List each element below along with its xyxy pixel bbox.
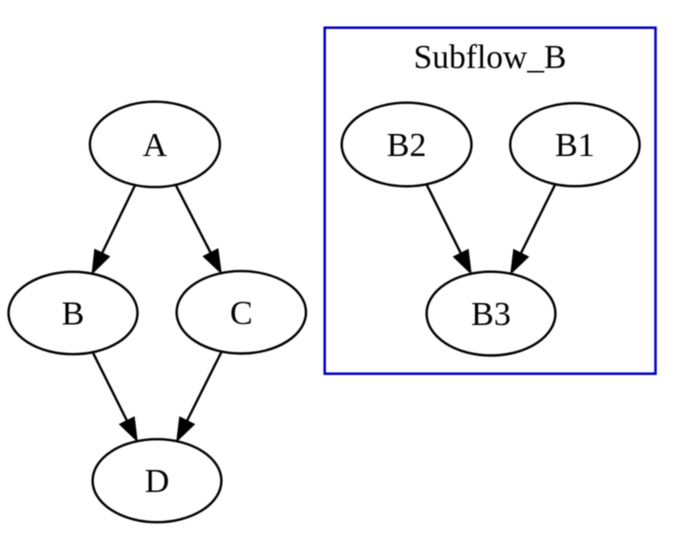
svg-text:B1: B1 — [555, 127, 595, 164]
svg-text:C: C — [230, 295, 253, 332]
svg-text:Subflow_B: Subflow_B — [414, 39, 567, 76]
svg-text:D: D — [145, 463, 170, 500]
svg-text:B2: B2 — [387, 127, 427, 164]
svg-text:B3: B3 — [471, 296, 511, 333]
svg-text:A: A — [143, 127, 168, 164]
svg-text:B: B — [62, 296, 85, 333]
